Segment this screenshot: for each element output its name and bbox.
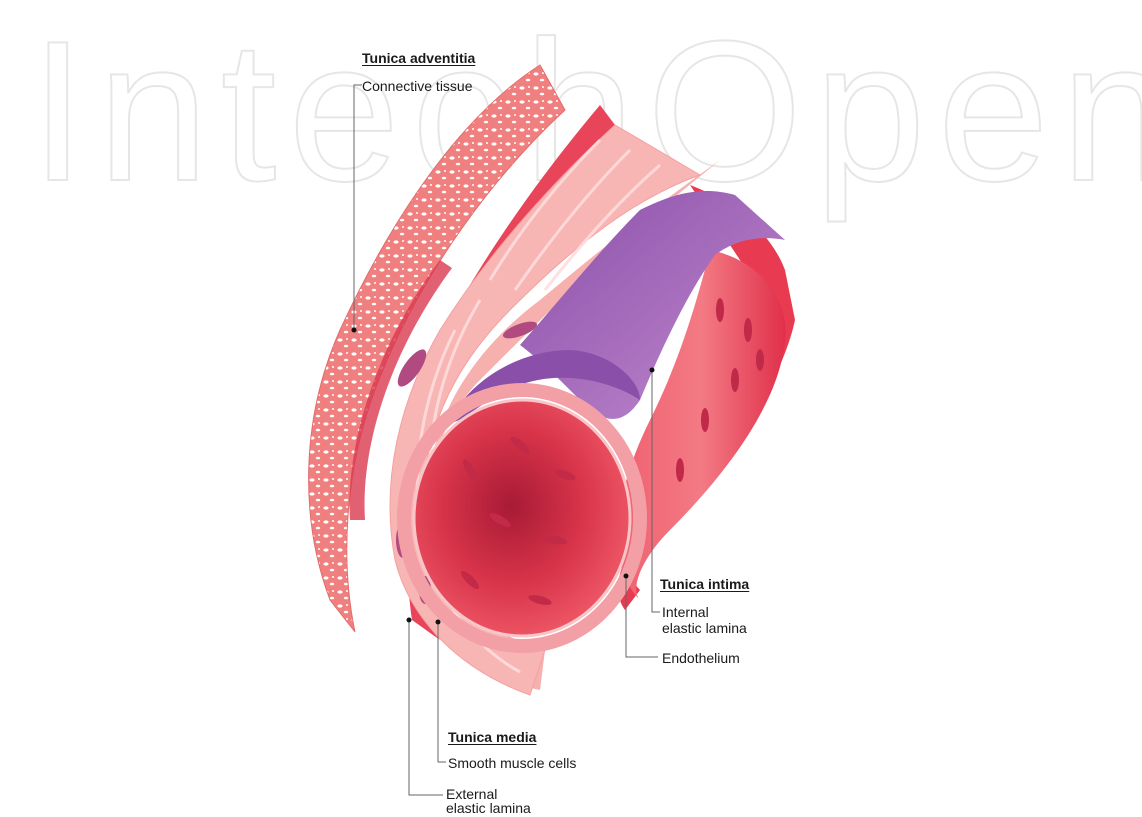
label-internal-elastic-lamina-line2: elastic lamina [662, 620, 747, 637]
label-tunica-intima: Tunica intima [660, 576, 749, 593]
label-endothelium: Endothelium [662, 650, 740, 667]
label-external-elastic-lamina-line2: elastic lamina [446, 800, 531, 817]
label-smooth-muscle-cells: Smooth muscle cells [448, 755, 576, 772]
label-tunica-media: Tunica media [448, 729, 536, 746]
label-tunica-adventitia: Tunica adventitia [362, 50, 475, 67]
label-internal-elastic-lamina-line1: Internal [662, 604, 709, 621]
label-connective-tissue: Connective tissue [362, 78, 473, 95]
